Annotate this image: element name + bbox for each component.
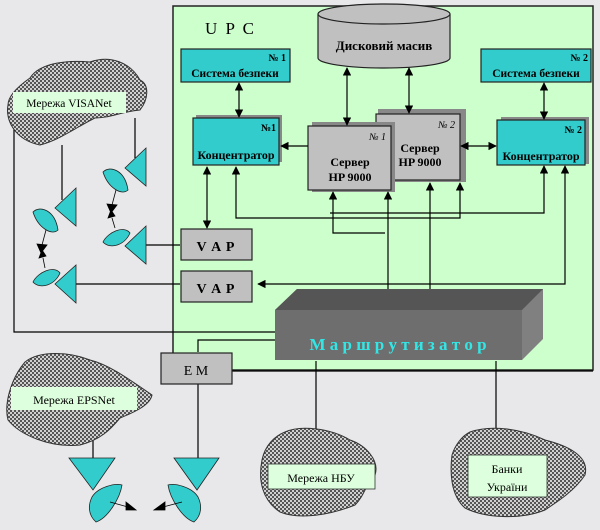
satellite-dish-icon [68, 457, 123, 523]
security-1-number: № 1 [268, 53, 286, 64]
server-1-line1: Сервер [330, 155, 370, 169]
server-1[interactable]: № 1 Сервер HP 9000 [307, 122, 395, 192]
concentrator-1[interactable]: №1 Концентратор [192, 115, 282, 166]
security-2-label: Система безпеки [492, 68, 580, 80]
router-label: М а р ш р у т и з а т о р [309, 335, 486, 354]
server-2-line2: HP 9000 [398, 155, 441, 169]
security-2-number: № 2 [570, 53, 588, 64]
security-1-label: Система безпеки [191, 68, 279, 80]
connections [13, 67, 593, 460]
visanet-cloud[interactable]: Мережа VISANet [6, 58, 148, 146]
em-box[interactable]: E M [160, 352, 233, 385]
server-2-line1: Сервер [400, 141, 440, 155]
satellite-dish-icon [32, 264, 77, 304]
concentrator-2-number: № 2 [564, 125, 582, 136]
signal-arrows [36, 189, 183, 511]
vap-1-label: V A P [197, 240, 236, 255]
visanet-label: Мережа VISANet [26, 98, 112, 110]
satellite-dish-icon [32, 187, 77, 233]
concentrator-1-number: №1 [261, 123, 276, 134]
vap-2[interactable]: V A P [180, 270, 253, 303]
nbu-label: Мережа НБУ [287, 471, 355, 485]
router[interactable]: М а р ш р у т и з а т о р [275, 289, 543, 360]
satellite-dish-icon [102, 225, 147, 265]
security-system-1[interactable]: № 1 Система безпеки [180, 48, 291, 83]
security-system-2[interactable]: № 2 Система безпеки [480, 48, 592, 83]
banks-cloud[interactable]: Банки України [450, 427, 587, 517]
nbu-cloud[interactable]: Мережа НБУ [260, 427, 377, 517]
concentrator-2[interactable]: № 2 Концентратор [496, 117, 589, 166]
vap-2-label: V A P [197, 282, 236, 297]
disk-array[interactable]: Дисковий масив [317, 3, 451, 69]
satellite-dish-icon [167, 457, 220, 523]
server-2-number: № 2 [437, 120, 455, 131]
epsnet-cloud[interactable]: Мережа EPSNet [6, 353, 153, 446]
banks-label-line1: Банки [492, 462, 523, 476]
upc-title: U P C [205, 19, 256, 38]
concentrator-1-label: Концентратор [198, 148, 275, 162]
vap-1[interactable]: V A P [180, 228, 253, 261]
concentrator-2-label: Концентратор [503, 149, 580, 163]
em-label: E M [184, 364, 209, 379]
server-1-number: № 1 [368, 132, 386, 143]
satellite-dish-icon [102, 147, 147, 193]
satellite-antennas [32, 147, 220, 523]
banks-label-line2: України [487, 480, 528, 494]
epsnet-label: Мережа EPSNet [33, 393, 115, 407]
server-1-line2: HP 9000 [328, 170, 371, 184]
disk-array-label: Дисковий масив [336, 38, 433, 53]
